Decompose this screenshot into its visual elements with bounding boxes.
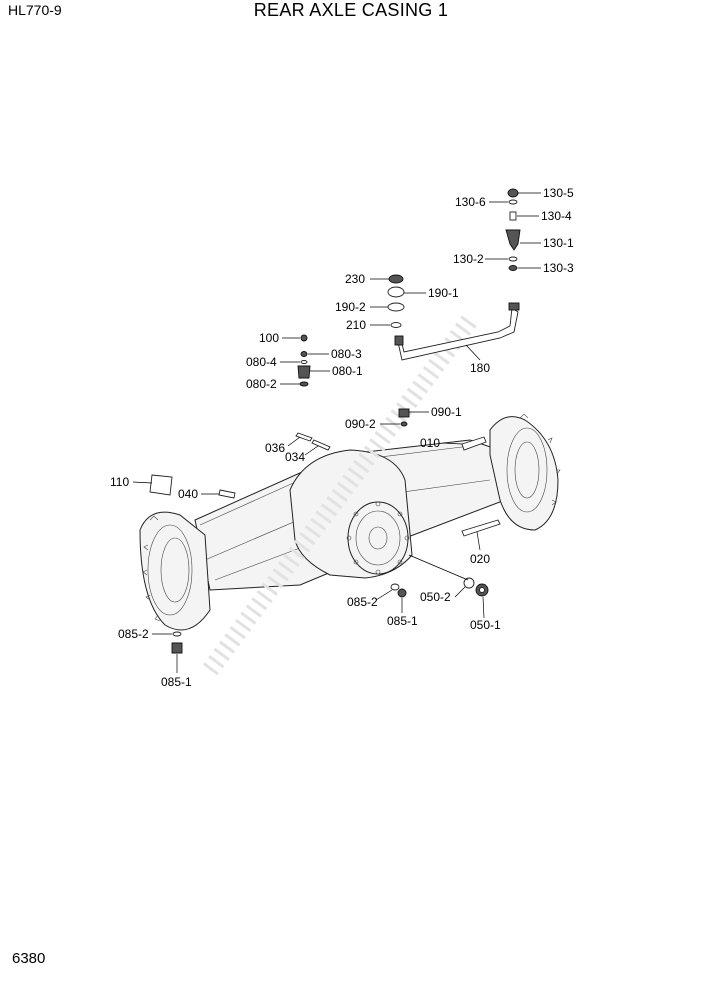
callout-label: 034	[285, 450, 305, 464]
callout-label: 210	[346, 318, 366, 332]
callout-label: 020	[470, 552, 490, 566]
callout-label: 050-1	[470, 618, 501, 632]
callout-label: 010	[420, 436, 440, 450]
callout-label: 190-1	[428, 286, 459, 300]
callout-label: 130-1	[543, 236, 574, 250]
housing-small-parts	[149, 408, 501, 654]
callout-label: 130-5	[543, 186, 574, 200]
callout-label: 080-1	[332, 364, 363, 378]
callout-label: 130-4	[541, 209, 572, 223]
callout-label: 130-6	[455, 195, 486, 209]
callout-label: 130-3	[543, 261, 574, 275]
callout-label: 110	[110, 475, 129, 489]
plug-assembly	[297, 334, 311, 387]
page-number: 6380	[12, 950, 46, 967]
callout-label: 100	[259, 331, 279, 345]
callout-label: 190-2	[335, 300, 366, 314]
axle-casing	[139, 314, 561, 676]
page-title: REAR AXLE CASING 1	[253, 0, 449, 20]
breather-assembly	[505, 188, 521, 271]
callout-label: 180	[470, 361, 490, 375]
callout-label: 080-3	[331, 347, 362, 361]
callout-label: 085-2	[347, 595, 378, 609]
callout-label: 085-1	[387, 614, 418, 628]
callout-label: 085-2	[118, 627, 149, 641]
callout-label: 040	[178, 487, 198, 501]
callout-label: 080-2	[246, 377, 277, 391]
callout-label: 036	[265, 441, 285, 455]
callout-label: 090-2	[345, 417, 376, 431]
callout-label: 080-4	[246, 355, 277, 369]
callout-label: 090-1	[431, 405, 462, 419]
callout-labels: 130-5 130-6 130-4 130-1 130-2 130-3 230 …	[110, 186, 574, 689]
model-code: HL770-9	[8, 2, 62, 18]
callout-label: 050-2	[420, 590, 451, 604]
callout-label: 085-1	[161, 675, 192, 689]
callout-label: 130-2	[453, 252, 484, 266]
leader-lines	[132, 192, 541, 673]
pipe-assembly	[387, 274, 520, 361]
callout-label: 230	[345, 272, 365, 286]
